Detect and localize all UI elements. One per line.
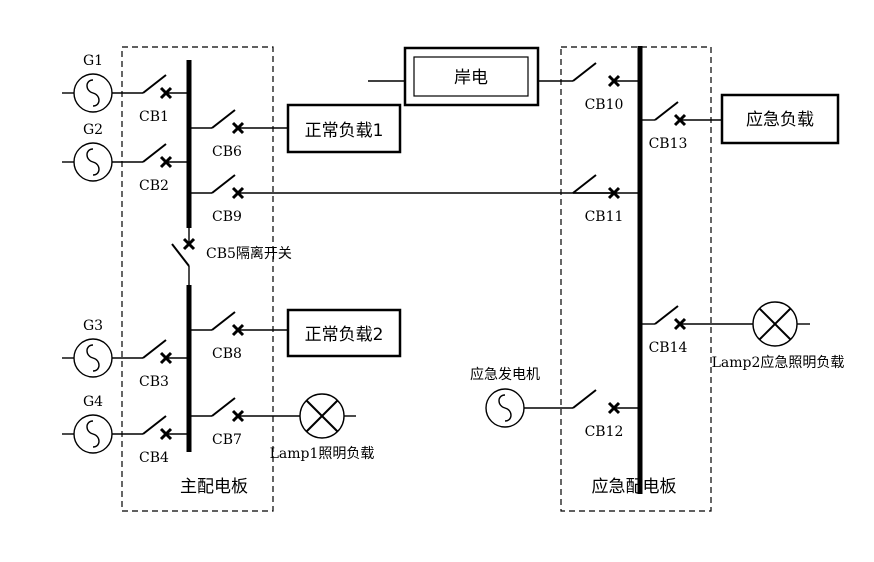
switch-blade bbox=[211, 174, 236, 194]
breaker-label-cb11: CB11 bbox=[585, 209, 624, 225]
breaker-label-cb14: CB14 bbox=[649, 340, 688, 356]
breaker-label-cb2: CB2 bbox=[139, 178, 169, 194]
sine-wave-icon bbox=[86, 79, 100, 107]
sine-wave-icon bbox=[498, 394, 512, 422]
normal-load-1-box bbox=[286, 103, 402, 154]
breaker-label-cb6: CB6 bbox=[212, 144, 242, 160]
switch-blade bbox=[142, 74, 167, 94]
breaker-label-cb5: CB5隔离开关 bbox=[206, 245, 292, 262]
wire bbox=[305, 399, 339, 433]
generator-label: G2 bbox=[83, 122, 103, 138]
switch-blade bbox=[142, 339, 167, 359]
switch-blade bbox=[572, 174, 597, 194]
breaker-label-cb12: CB12 bbox=[585, 424, 624, 440]
switch-blade bbox=[572, 62, 597, 82]
switch-blade bbox=[654, 305, 679, 325]
sine-wave-icon bbox=[86, 148, 100, 176]
lamp1-label: Lamp1照明负载 bbox=[270, 446, 375, 462]
generator-label: G1 bbox=[83, 53, 103, 69]
emergency-load-label: 应急负载 bbox=[746, 110, 814, 130]
normal-load-2-box bbox=[286, 308, 402, 358]
generator-label: G3 bbox=[83, 318, 103, 334]
breaker-label-cb1: CB1 bbox=[139, 109, 169, 125]
shore-power-label: 岸电 bbox=[454, 68, 488, 88]
switch-blade bbox=[211, 311, 236, 331]
main-switchboard-boundary bbox=[121, 46, 274, 512]
switch-blade bbox=[572, 389, 597, 409]
breaker-label-cb8: CB8 bbox=[212, 346, 242, 362]
switch-blade bbox=[142, 415, 167, 435]
emergency-switchboard-boundary bbox=[560, 46, 712, 512]
sine-wave-icon bbox=[86, 344, 100, 372]
switch-blade bbox=[171, 243, 190, 267]
emergency-switchboard-label: 应急配电板 bbox=[592, 477, 677, 497]
breaker-label-cb10: CB10 bbox=[585, 97, 624, 113]
lamp2-label: Lamp2应急照明负载 bbox=[712, 354, 845, 371]
normal-load-2-label: 正常负载2 bbox=[305, 325, 384, 345]
normal-load-1-label: 正常负载1 bbox=[305, 121, 384, 141]
breaker-label-cb3: CB3 bbox=[139, 374, 169, 390]
breaker-label-cb9: CB9 bbox=[212, 209, 242, 225]
switch-blade bbox=[211, 397, 236, 417]
emergency-load-box bbox=[720, 93, 840, 145]
breaker-label-cb13: CB13 bbox=[649, 136, 688, 152]
generator-label: G4 bbox=[83, 394, 103, 410]
switch-blade bbox=[654, 101, 679, 121]
switch-blade bbox=[142, 143, 167, 163]
generator-label: 应急发电机 bbox=[470, 366, 540, 383]
breaker-label-cb4: CB4 bbox=[139, 450, 169, 466]
breaker-x-icon bbox=[182, 237, 196, 251]
shore-power-inner-box bbox=[413, 56, 529, 97]
breaker-label-cb7: CB7 bbox=[212, 432, 242, 448]
main-switchboard-label: 主配电板 bbox=[180, 477, 248, 497]
wire bbox=[758, 307, 792, 341]
sine-wave-icon bbox=[86, 420, 100, 448]
switch-blade bbox=[211, 109, 236, 129]
